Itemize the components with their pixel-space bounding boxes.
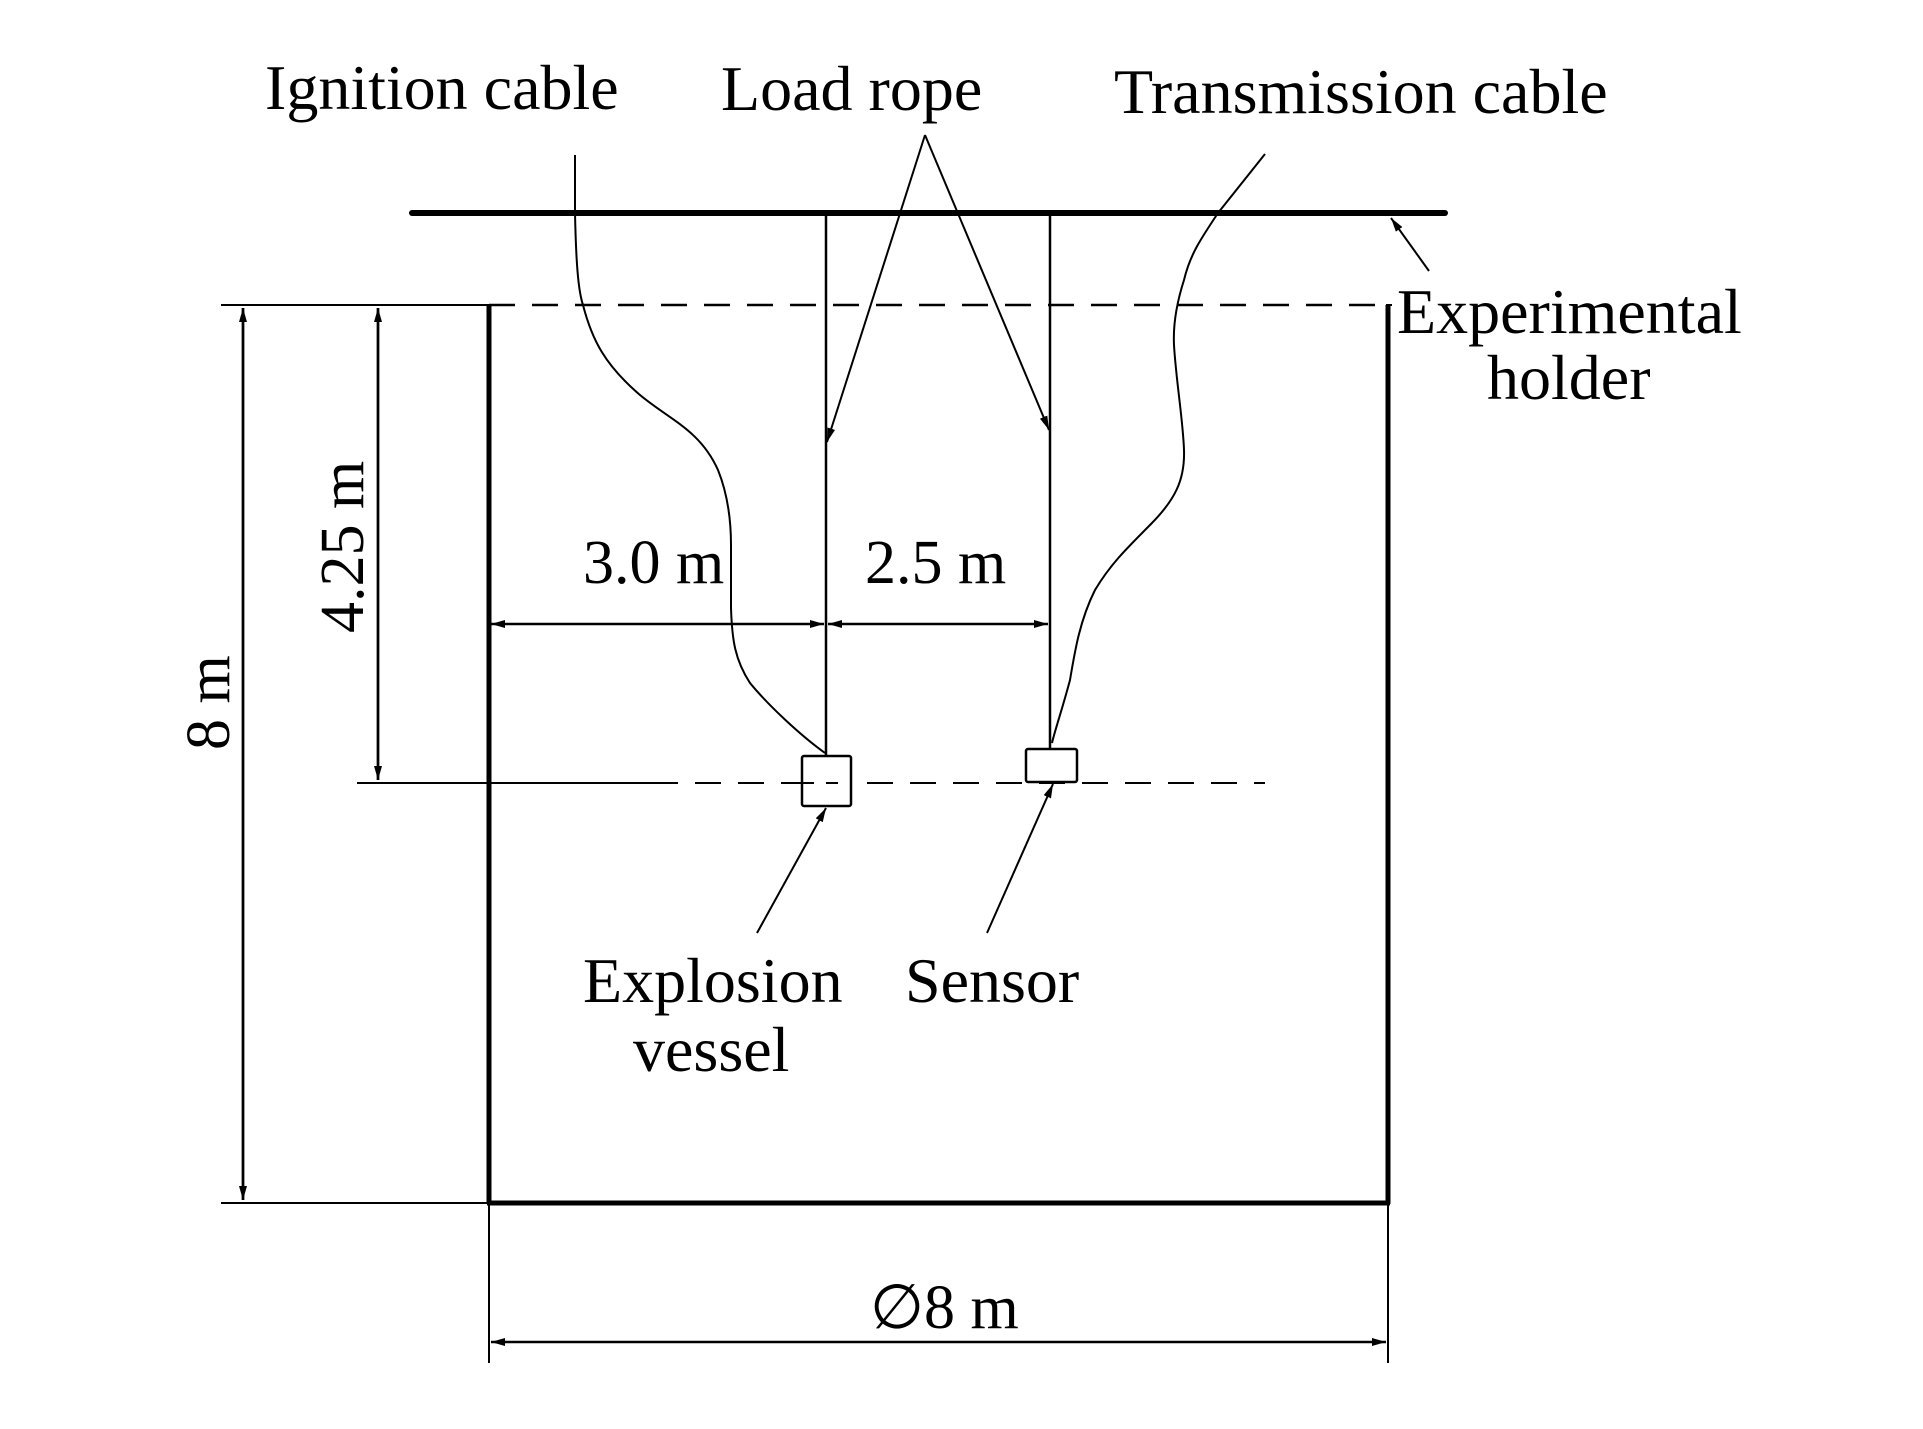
transmission-cable-label: Transmission cable	[1114, 56, 1608, 127]
holder-leader-arrow	[1390, 217, 1430, 272]
sensor-label: Sensor	[905, 945, 1079, 1016]
tank-height-label: 8 m	[175, 655, 243, 750]
vessel-leader-arrow	[756, 807, 827, 934]
standoff-label: 2.5 m	[865, 529, 1006, 597]
explosion-vessel-label-line2: vessel	[633, 1014, 789, 1085]
charge-depth-label: 4.25 m	[309, 461, 377, 633]
sensor	[1024, 747, 1079, 784]
ignition-cable	[574, 155, 826, 754]
offset-label: 3.0 m	[583, 529, 724, 597]
explosion-vessel-label-line1: Explosion	[583, 945, 843, 1016]
tank-diameter-label: ∅8 m	[870, 1274, 1019, 1342]
load-rope-leader-right	[924, 134, 1050, 431]
experimental-holder-label-line2: holder	[1487, 342, 1651, 413]
transmission-cable	[1051, 153, 1266, 744]
load-rope-leader-left	[826, 134, 926, 443]
explosion-vessel	[800, 754, 853, 808]
load-rope-label: Load rope	[721, 53, 982, 124]
ignition-cable-label: Ignition cable	[265, 52, 619, 123]
sensor-leader-arrow	[986, 783, 1054, 934]
experimental-holder-label-line1: Experimental	[1397, 276, 1742, 347]
